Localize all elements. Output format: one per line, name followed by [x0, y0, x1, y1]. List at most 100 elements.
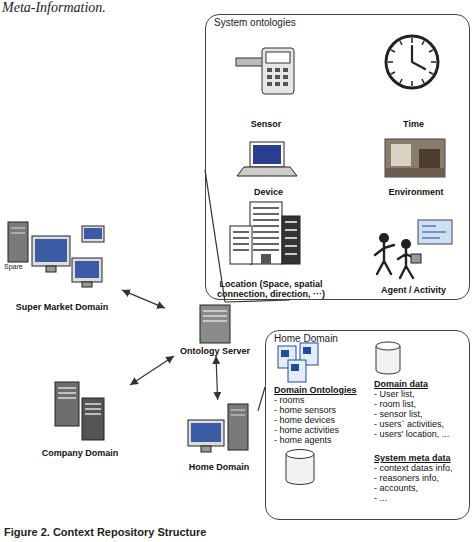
connector-arrow — [216, 356, 218, 400]
icon-label: Device — [254, 187, 283, 197]
list-item: - reasoners info, — [374, 473, 439, 483]
pc-tower — [228, 404, 248, 450]
document-mark — [291, 364, 299, 371]
photo-frame — [385, 139, 445, 177]
server-node: Ontology Server — [165, 302, 265, 356]
photo-window — [391, 144, 411, 166]
laptop-icon — [237, 142, 297, 176]
sensor-display — [266, 52, 290, 63]
environment-photo — [385, 139, 445, 177]
icon-node: Environment — [371, 137, 461, 197]
list-item: - User list, — [374, 389, 415, 399]
agent-box — [411, 254, 421, 263]
list-node: System meta data- context datas info,- r… — [278, 447, 466, 517]
pc-screen — [75, 261, 99, 278]
database-cylinder — [376, 342, 400, 374]
pc-stand — [46, 266, 56, 272]
sensor-icon — [236, 48, 294, 94]
list-item: - sensor list, — [374, 409, 423, 419]
building-icon — [230, 202, 300, 264]
activity-screen-lines — [422, 226, 446, 238]
building-side — [282, 216, 300, 264]
icon-label: Location (Space, spatial connection, dir… — [216, 279, 326, 299]
pc-monitor — [82, 226, 104, 242]
cylinder-top — [376, 342, 400, 350]
domain-node: Company Domain — [30, 378, 130, 458]
laptop-base — [237, 167, 297, 176]
icon-node: Location (Space, spatial connection, dir… — [216, 195, 326, 299]
ontology-documents-icon — [278, 343, 318, 382]
domain-node: Home Domain — [180, 400, 258, 472]
server-bays — [203, 311, 227, 321]
pc-stand — [201, 446, 211, 452]
list-item: - context datas info, — [374, 463, 453, 473]
device-label: Spare — [4, 263, 23, 270]
sensor-body — [262, 48, 294, 94]
server-light — [205, 335, 208, 338]
icon-label: Agent / Activity — [381, 285, 446, 295]
list-node: Domain Ontologies- rooms- home sensors- … — [274, 341, 364, 445]
caption-fragment: Meta-Information. — [2, 0, 106, 16]
building-side-windows — [285, 222, 297, 254]
clock-face — [386, 36, 438, 88]
icon-node: Time — [376, 29, 451, 129]
agent-body — [375, 243, 394, 274]
pc-screen — [35, 239, 67, 262]
building-door — [261, 254, 271, 264]
document — [288, 360, 306, 382]
server-bays — [85, 404, 101, 414]
list-item: - accounts, — [374, 483, 418, 493]
database-cylinder — [286, 450, 314, 485]
server-pair-icon — [55, 382, 104, 440]
icon-label: Sensor — [251, 119, 282, 129]
pc-monitor — [32, 236, 70, 266]
icon-node: Device — [231, 139, 306, 197]
agents-icon — [375, 220, 452, 278]
group-title: Home Domain — [274, 333, 338, 345]
list-item: - home devices — [274, 415, 335, 425]
activity-screen — [418, 220, 452, 244]
sensor-keypad — [267, 68, 288, 86]
list-heading: Domain Ontologies — [274, 385, 357, 395]
photo-floor — [386, 168, 444, 176]
document-mark — [281, 350, 289, 357]
list-item: - home agents — [274, 435, 332, 445]
computer-group-icon — [8, 222, 104, 287]
icon-label: Environment — [388, 187, 443, 197]
pc-tower-drives — [11, 228, 25, 233]
group-title: System ontologies — [214, 17, 296, 29]
server-label: Ontology Server — [180, 346, 250, 356]
domain-label: Company Domain — [42, 448, 119, 458]
server-tower — [82, 398, 104, 440]
list-item: - room list, — [374, 399, 416, 409]
home-computer-icon — [188, 404, 248, 452]
callout-line — [205, 170, 225, 302]
agent-head — [379, 233, 389, 243]
icon-label: Time — [403, 119, 424, 129]
list-node: Domain data- User list,- room list,- sen… — [374, 341, 466, 445]
cylinder-top — [286, 450, 314, 459]
pc-stand — [82, 282, 92, 287]
icon-node: Sensor — [231, 45, 301, 129]
server-tower — [55, 382, 79, 426]
building-windows — [233, 208, 279, 250]
pc-screen — [191, 423, 221, 442]
figure-caption: Figure 2. Context Repository Structure — [4, 526, 206, 538]
building-tower — [250, 202, 282, 264]
server-icon — [200, 305, 230, 343]
list-heading: System meta data — [374, 453, 451, 463]
domain-label: Super Market Domain — [16, 302, 109, 312]
list-item: - users` activities, — [374, 419, 444, 429]
connector-arrow — [122, 290, 165, 308]
callout-line — [258, 387, 265, 411]
list-item: - ... — [374, 493, 387, 503]
clock-icon — [386, 36, 438, 88]
agent-head — [401, 239, 411, 249]
connector-arrow — [130, 356, 174, 385]
server-tower — [200, 305, 230, 343]
pc-tower-drives — [231, 410, 245, 415]
domain-label: Home Domain — [189, 462, 250, 472]
pc-monitor — [72, 258, 102, 282]
